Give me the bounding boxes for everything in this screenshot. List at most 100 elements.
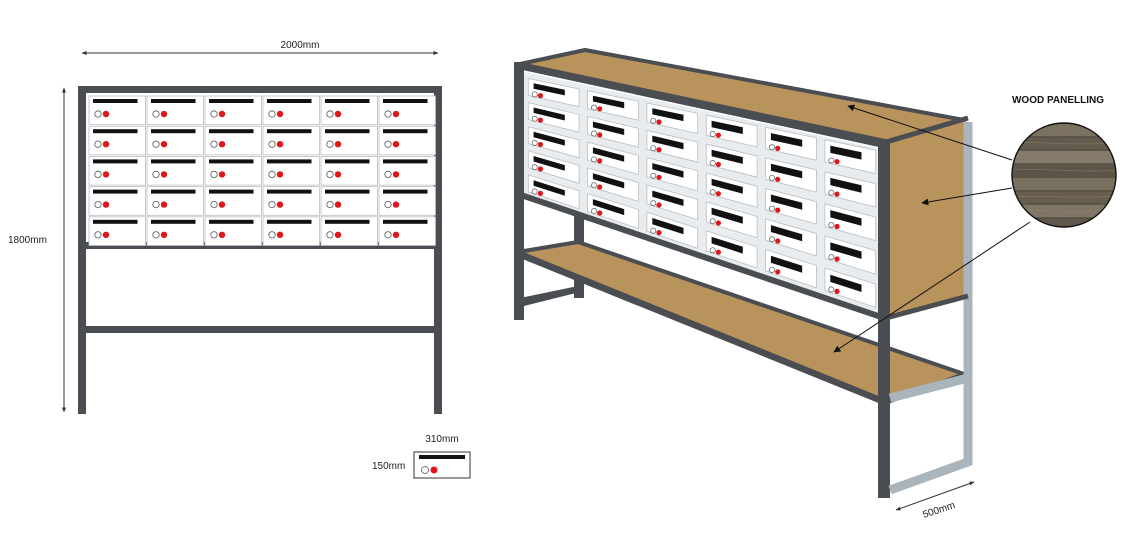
mailbox <box>262 95 320 126</box>
mailbox <box>88 186 146 216</box>
mailbox <box>262 186 320 216</box>
box-detail-lock-icon <box>430 466 438 474</box>
box-detail-slot <box>419 455 465 459</box>
lock-icon <box>160 201 168 208</box>
side-frame-light <box>888 122 973 495</box>
lock-icon <box>834 223 840 230</box>
key-icon <box>828 222 835 228</box>
mailbox <box>204 125 262 156</box>
key-icon <box>94 201 102 209</box>
lock-icon <box>715 132 722 138</box>
key-icon <box>769 205 775 212</box>
lock-icon <box>656 202 662 208</box>
lock-icon <box>334 141 342 148</box>
side-wood-panel <box>888 120 966 318</box>
key-icon <box>94 140 102 148</box>
mailbox <box>146 125 204 156</box>
key-icon <box>591 208 597 215</box>
depth-dimension-label: 500mm <box>922 500 957 521</box>
lock-icon <box>392 141 400 148</box>
lock-icon <box>597 210 603 216</box>
arrow-to-bottom-shelf <box>833 221 1031 353</box>
mail-slot <box>711 236 743 254</box>
key-icon <box>769 174 775 181</box>
lock-icon <box>537 93 544 99</box>
arrow-to-side-panel <box>921 187 1013 206</box>
key-icon <box>531 188 538 195</box>
mail-slot <box>592 121 625 135</box>
mail-slot <box>770 194 803 210</box>
mailbox <box>824 171 877 208</box>
front-view: 2000mm 1800mm <box>8 40 442 414</box>
key-icon <box>650 145 657 152</box>
key-icon <box>384 170 392 178</box>
mailbox <box>527 102 580 133</box>
mailbox <box>146 186 204 216</box>
mail-slot <box>830 177 862 193</box>
lock-icon <box>102 110 110 118</box>
mailbox <box>765 248 817 289</box>
key-icon <box>268 170 276 178</box>
lock-icon <box>276 110 284 118</box>
mail-slot <box>770 225 803 242</box>
lock-icon <box>160 171 168 178</box>
mail-slot <box>151 99 196 103</box>
lock-icon <box>334 231 342 238</box>
mailbox <box>824 267 877 309</box>
lock-icon <box>597 132 603 138</box>
mailbox <box>646 157 699 192</box>
lock-icon <box>597 158 603 164</box>
mailbox <box>378 186 436 216</box>
key-icon <box>650 227 657 234</box>
lock-icon <box>537 141 544 148</box>
key-icon <box>94 110 102 118</box>
mail-slot <box>652 135 684 150</box>
key-icon <box>650 200 657 207</box>
mailbox <box>765 126 817 161</box>
perspective-mailbox-grid <box>527 78 877 309</box>
lock-icon <box>834 159 840 165</box>
mail-slot <box>151 219 196 224</box>
mailbox <box>527 150 580 184</box>
key-icon <box>152 170 160 178</box>
perspective-view: 500mm <box>514 48 975 521</box>
mail-slot <box>325 159 370 164</box>
key-icon <box>828 189 835 196</box>
key-icon <box>591 130 597 137</box>
lock-icon <box>276 201 284 208</box>
wood-swatch-border <box>1011 122 1117 228</box>
mail-slot <box>209 99 254 103</box>
mail-slot <box>93 99 138 103</box>
mailbox <box>705 230 758 269</box>
mail-slot <box>711 120 743 134</box>
key-icon <box>152 110 160 118</box>
lock-icon <box>834 191 840 197</box>
lock-icon <box>656 119 662 125</box>
mailbox <box>378 216 436 246</box>
mail-slot <box>267 189 312 194</box>
mail-slot <box>533 156 565 171</box>
mail-slot <box>383 189 428 194</box>
lock-icon <box>715 220 722 226</box>
mail-slot <box>383 129 428 134</box>
key-icon <box>268 201 276 209</box>
mailbox <box>527 78 580 108</box>
lock-icon <box>160 141 168 148</box>
key-icon <box>268 110 276 118</box>
lock-icon <box>276 171 284 178</box>
mailbox <box>320 125 378 156</box>
mail-slot <box>93 129 138 134</box>
mail-slot <box>325 189 370 194</box>
mailbox <box>378 155 436 186</box>
lock-icon <box>392 110 400 118</box>
key-icon <box>531 140 538 146</box>
mailbox <box>320 155 378 186</box>
mailbox <box>320 186 378 216</box>
mail-slot <box>533 131 565 146</box>
key-icon <box>591 182 597 189</box>
mailbox <box>646 211 699 249</box>
lock-icon <box>834 256 840 262</box>
arrow-to-top-panel <box>847 104 1013 161</box>
lock-icon <box>102 231 110 238</box>
key-icon <box>152 140 160 148</box>
